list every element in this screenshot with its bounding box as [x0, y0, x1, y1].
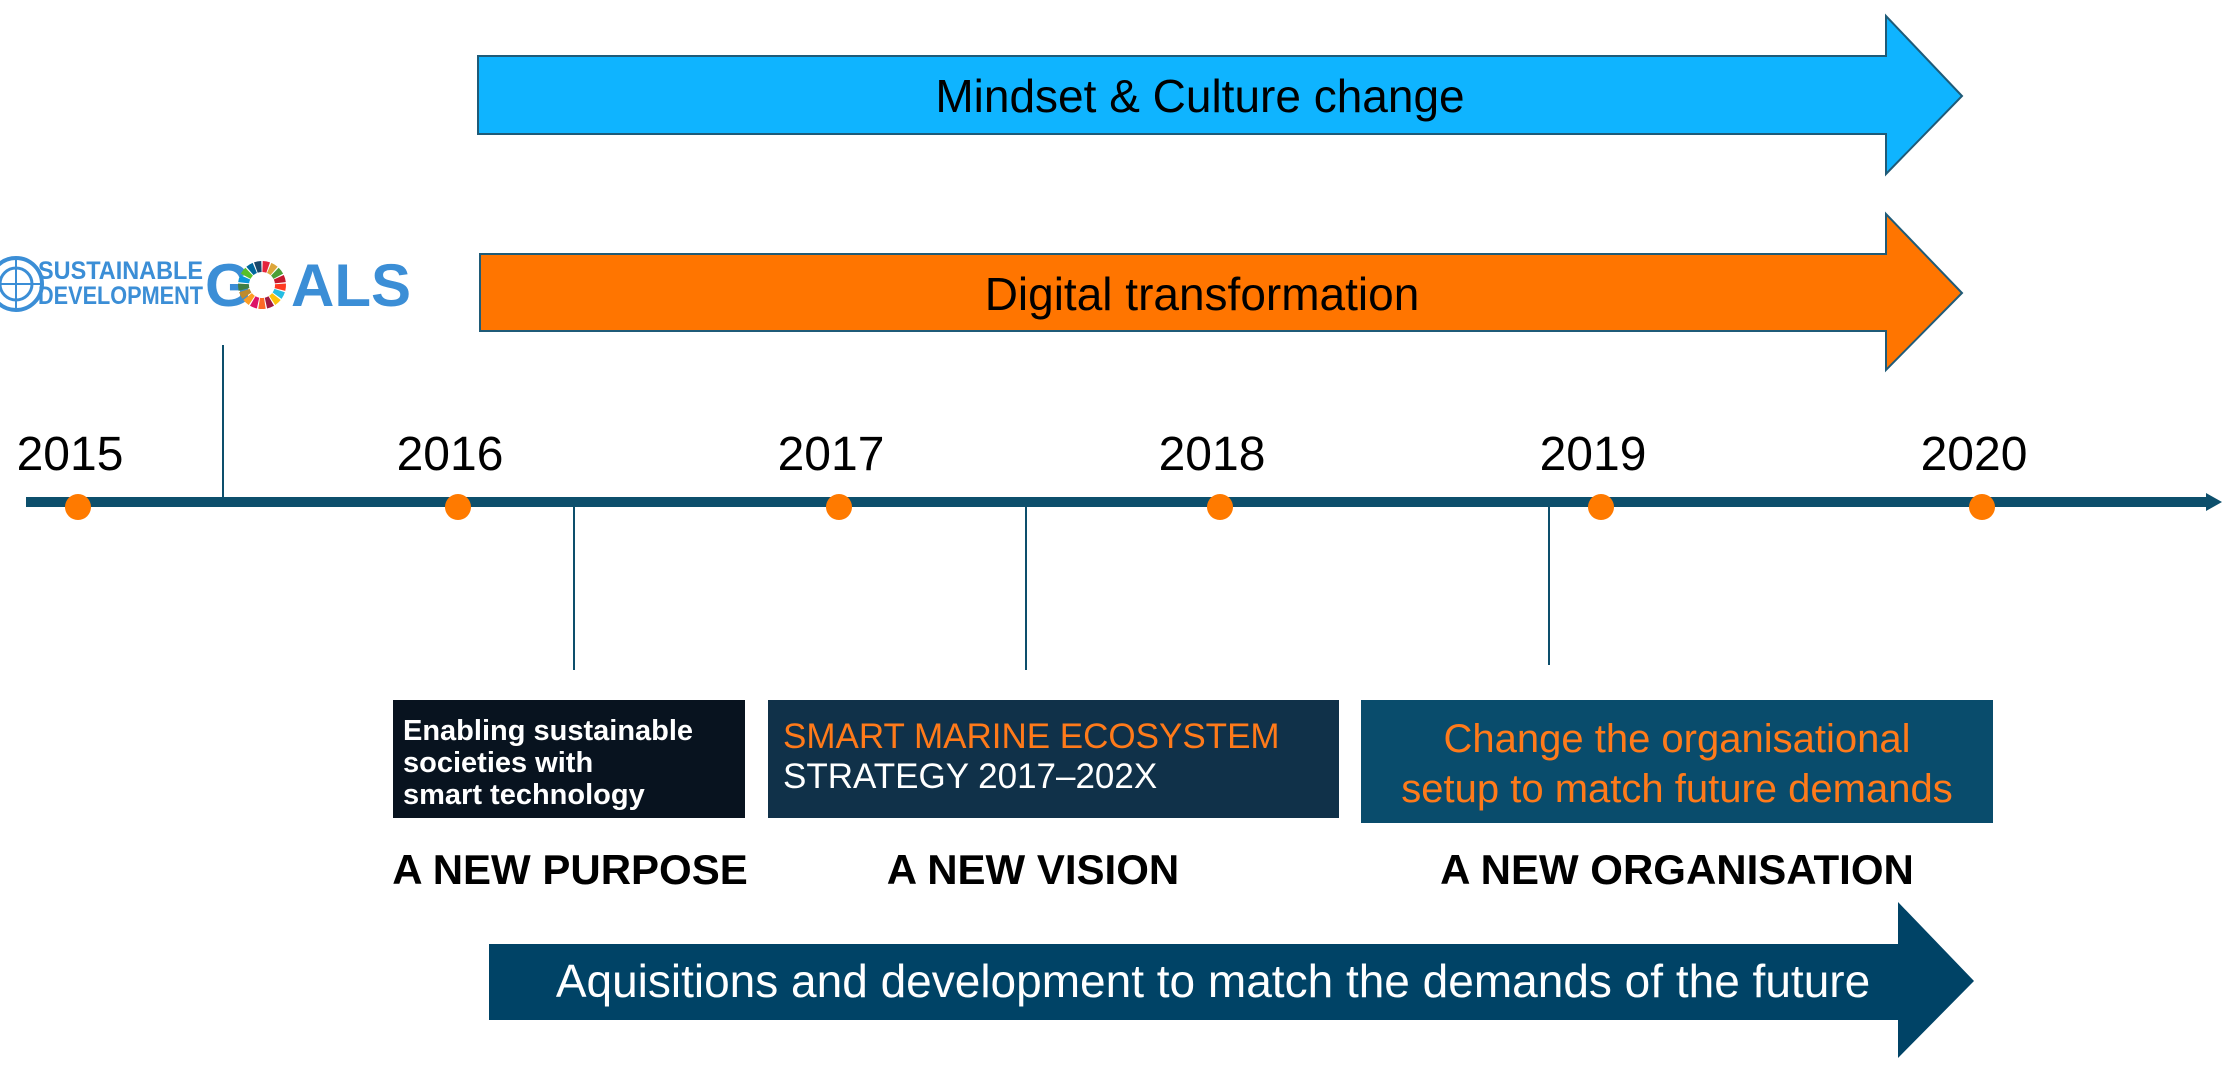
- sdg-wheel-segment: [273, 274, 286, 284]
- sdg-logo-als: ALS: [291, 252, 411, 319]
- sdg-wheel-segment: [264, 296, 275, 309]
- year-label-2017: 2017: [778, 428, 885, 481]
- purpose-box-line1: Enabling sustainable: [403, 715, 693, 747]
- year-dot-2018: [1207, 494, 1233, 520]
- year-dot-2020: [1969, 494, 1995, 520]
- year-label-2016: 2016: [397, 428, 504, 481]
- sdg-wheel-segment: [254, 261, 262, 273]
- year-label-2018: 2018: [1159, 428, 1266, 481]
- sdg-wheel-segment: [239, 288, 252, 299]
- organisation-box-line2: setup to match future demands: [1401, 767, 1952, 811]
- sdg-wheel-segment: [274, 283, 286, 291]
- sdg-wheel-segment: [272, 288, 285, 299]
- purpose-box-line2: societies with: [403, 747, 593, 779]
- digital-arrow-label: Digital transformation: [985, 268, 1420, 320]
- timeline-axis: [26, 497, 2208, 507]
- year-dot-2016: [445, 494, 471, 520]
- vision-box-line2: STRATEGY 2017–202X: [783, 757, 1157, 796]
- year-label-2020: 2020: [1921, 428, 2028, 481]
- organisation-box-line1: Change the organisational: [1443, 717, 1910, 761]
- digital-arrow: [479, 211, 1964, 373]
- vision-box-line1: SMART MARINE ECOSYSTEM: [783, 717, 1280, 756]
- sdg-wheel-icon: [238, 261, 286, 309]
- sdg-wheel-segment: [267, 262, 278, 276]
- acquisitions-arrow: [489, 902, 1974, 1058]
- purpose-box: [393, 700, 745, 818]
- un-emblem-icon: [0, 256, 44, 312]
- purpose-box-line3: smart technology: [403, 779, 645, 811]
- vision-box: [768, 700, 1339, 818]
- year-dot-2019: [1588, 494, 1614, 520]
- sdg-logo: SUSTAINABLE DEVELOPMENT G ALS: [0, 252, 411, 319]
- caption-new-organisation: A NEW ORGANISATION: [1440, 846, 1914, 893]
- mindset-arrow: [477, 13, 1964, 177]
- sdg-wheel-segment: [240, 267, 253, 279]
- mindset-arrow-label: Mindset & Culture change: [935, 70, 1464, 122]
- sdg-wheel-segment: [258, 297, 266, 309]
- sdg-wheel-segment: [243, 293, 255, 306]
- year-dot-2015: [65, 494, 91, 520]
- sdg-wheel-segment: [271, 267, 284, 279]
- caption-new-purpose: A NEW PURPOSE: [392, 846, 747, 893]
- sdg-logo-line1: SUSTAINABLE: [38, 257, 203, 285]
- acquisitions-arrow-label: Aquisitions and development to match the…: [556, 955, 1870, 1007]
- sdg-wheel-segment: [246, 262, 257, 276]
- sdg-logo-line2: DEVELOPMENT: [38, 282, 203, 310]
- year-label-2019: 2019: [1540, 428, 1647, 481]
- sdg-wheel-segment: [269, 293, 281, 306]
- timeline-arrowhead: [2206, 493, 2222, 511]
- sdg-wheel-segment: [262, 261, 270, 273]
- year-label-2015: 2015: [17, 428, 124, 481]
- sdg-wheel-segment: [249, 296, 260, 309]
- organisation-box: [1361, 700, 1993, 823]
- caption-new-vision: A NEW VISION: [887, 846, 1179, 893]
- sdg-wheel-segment: [238, 274, 251, 284]
- year-dot-2017: [826, 494, 852, 520]
- sdg-wheel-segment: [238, 283, 250, 291]
